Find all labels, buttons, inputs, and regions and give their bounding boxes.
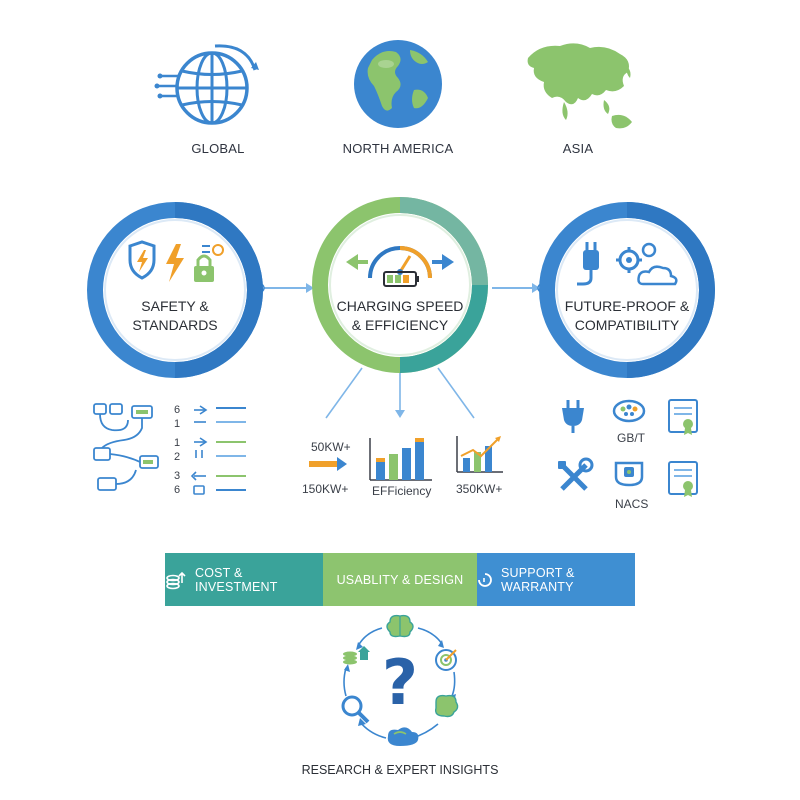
asia-map-icon bbox=[527, 43, 632, 129]
power-350-label: 350KW+ bbox=[456, 482, 503, 496]
region-label-global: GLOBAL bbox=[191, 141, 245, 156]
gbt-label: GB/T bbox=[617, 431, 646, 445]
region-label-north-america: NORTH AMERICA bbox=[342, 141, 454, 156]
question-mark-icon: ? bbox=[382, 646, 418, 719]
pillar-label-charging: CHARGING SPEED & EFFICIENCY bbox=[336, 298, 464, 333]
coins-house-icon bbox=[343, 646, 370, 665]
research-cycle bbox=[341, 614, 459, 746]
research-title: RESEARCH & EXPERT INSIGHTS bbox=[301, 763, 499, 777]
band-label-cost: COST & INVESTMENT bbox=[195, 565, 278, 594]
band-cost-investment: COST & INVESTMENT bbox=[165, 553, 323, 606]
certificate-icon bbox=[668, 399, 698, 435]
plug-icon bbox=[562, 400, 584, 433]
region-label-asia: ASIA bbox=[562, 141, 594, 156]
pillar-label-safety: SAFETY & STANDARDS bbox=[132, 298, 218, 333]
certificate-badge-icon bbox=[668, 461, 698, 497]
band-label-usability: USABLITY & DESIGN bbox=[336, 572, 464, 587]
orange-arrow-icon bbox=[309, 457, 347, 471]
target-icon bbox=[435, 649, 457, 671]
standards-lines-icon bbox=[190, 405, 246, 495]
nacs-label: NACS bbox=[615, 497, 649, 511]
support-circle-icon bbox=[478, 572, 492, 587]
gbt-connector-icon bbox=[612, 399, 646, 423]
band-support-warranty: SUPPORT & WARRANTY bbox=[477, 553, 635, 606]
band-label-support: SUPPORT & WARRANTY bbox=[501, 565, 575, 594]
power-150-label: 150KW+ bbox=[302, 482, 349, 496]
wrench-screwdriver-icon bbox=[558, 457, 594, 491]
nacs-connector-icon bbox=[614, 461, 644, 487]
efficiency-label: EFFiciency bbox=[372, 484, 432, 498]
power-50-label: 50KW+ bbox=[311, 440, 351, 454]
globe-arrows-icon bbox=[154, 44, 259, 125]
speedometer-battery-icon bbox=[346, 246, 454, 287]
growth-chart-icon bbox=[456, 436, 503, 473]
earth-americas-icon bbox=[354, 40, 442, 128]
connector-diagram-icon bbox=[93, 403, 159, 491]
shield-bolt-lock-icon bbox=[128, 240, 224, 282]
pillar-ring-future bbox=[539, 202, 715, 378]
coins-icon bbox=[166, 571, 186, 589]
plug-gears-cloud-icon bbox=[577, 242, 678, 286]
brain-icon-top bbox=[386, 614, 414, 638]
pillar-ring-safety bbox=[87, 202, 263, 378]
band-usability-design: USABLITY & DESIGN bbox=[323, 553, 477, 606]
efficiency-bar-chart-icon bbox=[369, 438, 432, 481]
pillar-label-future: FUTURE-PROOF & COMPATIBILITY bbox=[564, 298, 690, 333]
